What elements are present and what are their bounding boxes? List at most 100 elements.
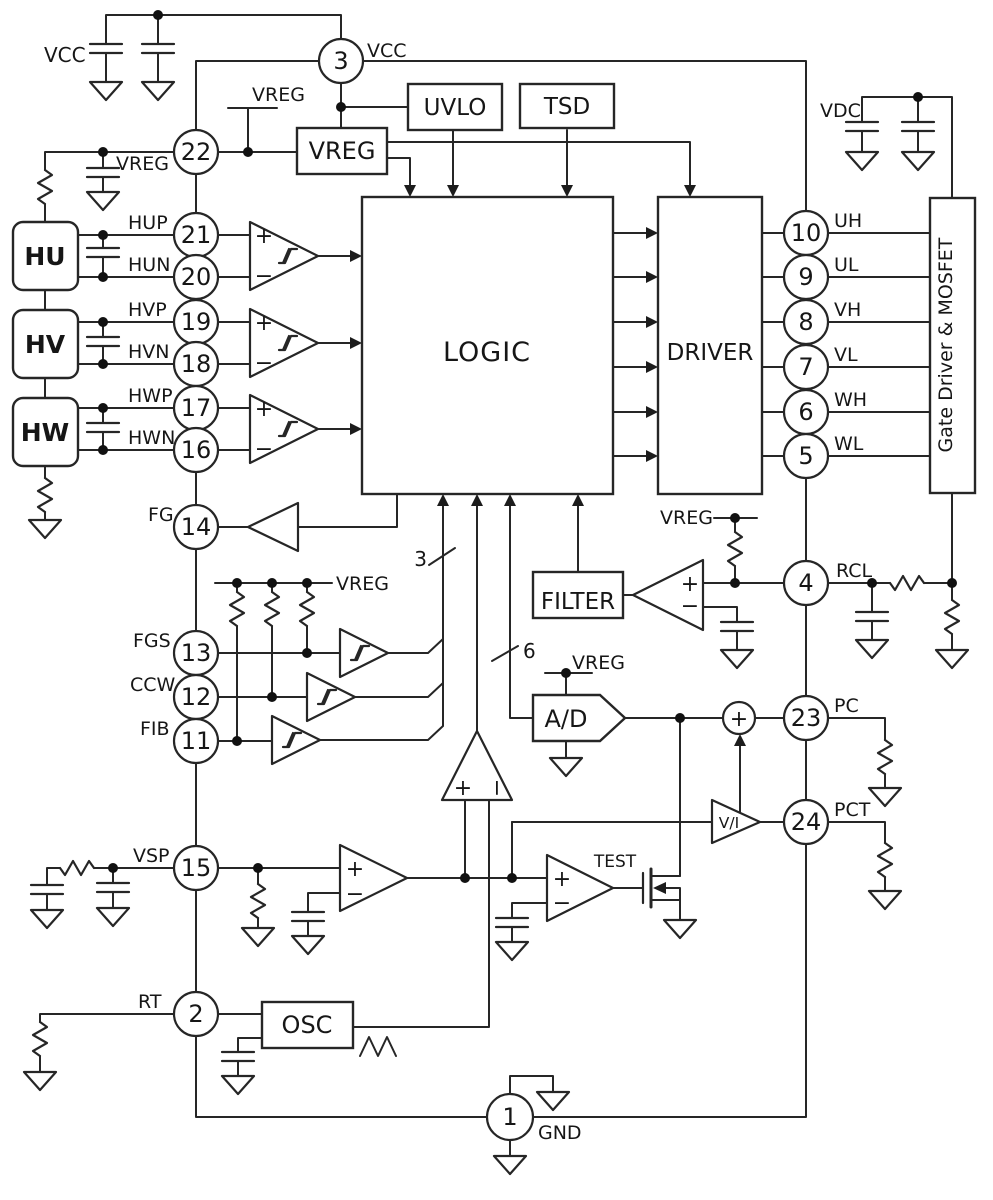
hall-u-comparator (248, 220, 320, 292)
rcl-label: RCL (836, 560, 873, 582)
summing-node: + (721, 700, 757, 736)
fgs-label: FGS (133, 630, 171, 652)
junction-dot (302, 578, 312, 588)
arrow-icon (646, 450, 658, 462)
arrow-icon (684, 185, 696, 197)
capacitor-icon (290, 910, 326, 923)
minus-mark: − (553, 891, 571, 916)
pin-number: 7 (798, 353, 813, 381)
hysteresis-icon (277, 247, 299, 265)
gnd-label: GND (538, 1122, 582, 1144)
vi-label: V/I (719, 814, 739, 832)
wire (861, 96, 953, 199)
pin-number: 11 (181, 727, 212, 755)
minus-mark: − (255, 351, 273, 376)
capacitor-icon (719, 620, 755, 633)
minus-mark-rotated: − (484, 779, 509, 797)
hall-sensor-hw (11, 396, 80, 468)
ground-icon (240, 926, 276, 948)
wire (217, 234, 251, 451)
plus-mark: + (553, 867, 571, 892)
wire (46, 867, 175, 911)
hvp-label: HVP (128, 299, 167, 321)
junction-dot (302, 648, 312, 658)
hun-label: HUN (128, 254, 170, 276)
hysteresis-icon (277, 334, 299, 352)
resistor-icon (726, 530, 744, 568)
junction-dot (507, 873, 517, 883)
wire (532, 477, 807, 1118)
pin-circle (172, 990, 220, 1038)
capacitors (29, 42, 936, 1063)
pin-13: 13 (172, 629, 220, 677)
resistor-icon (36, 168, 54, 206)
pin-12: 12 (172, 673, 220, 721)
hwn-label: HWN (128, 427, 175, 449)
wire (217, 1013, 263, 1077)
hall-sensor-hu (11, 220, 80, 292)
minus-mark: − (255, 264, 273, 289)
junction-dot (98, 317, 108, 327)
block-tsd (518, 82, 616, 130)
mosfet-icon (641, 867, 653, 909)
junction-dot (267, 578, 277, 588)
test-comparator (545, 853, 615, 923)
vcc-label-topleft: VCC (44, 43, 86, 67)
resistor-icon (31, 1020, 49, 1058)
plus-mark: + (255, 311, 273, 336)
ground-icon (900, 150, 936, 172)
pin-22: 22 (172, 128, 220, 176)
hwp-label: HWP (128, 385, 173, 407)
arrow-icon (646, 227, 658, 239)
ground-icon (844, 150, 880, 172)
arrowheads (350, 185, 746, 894)
hw-label: HW (21, 418, 70, 447)
wire (317, 255, 351, 430)
junction-dot (730, 578, 740, 588)
junction-dot (232, 578, 242, 588)
capacitor-icon (900, 120, 936, 133)
block-adc (531, 693, 627, 743)
arrow-icon (653, 882, 666, 894)
arrow-icon (350, 250, 362, 262)
bus-slash-6 (491, 645, 519, 662)
pin-number: 19 (181, 308, 212, 336)
hall-sensor-hv (11, 308, 80, 380)
hysteresis-icon (277, 420, 299, 438)
vh-label: VH (834, 299, 861, 321)
block-driver (656, 195, 764, 496)
pin-18: 18 (172, 340, 220, 388)
junction-dot (232, 736, 242, 746)
pin-circle (172, 844, 220, 892)
uvlo-label: UVLO (424, 95, 487, 121)
wire (827, 232, 931, 457)
pin-circle (172, 426, 220, 474)
junction-dot (267, 692, 277, 702)
wire (105, 14, 159, 83)
block-osc (260, 1000, 355, 1050)
wire (650, 875, 681, 921)
ground-icon (854, 638, 890, 660)
capacitor-icon (85, 246, 121, 259)
block-gate-driver-mosfet (928, 196, 977, 495)
capacitor-icon (494, 916, 530, 929)
polarity-marks: + − + − + − + − + − + − + − (255, 224, 699, 916)
tsd-label: TSD (543, 94, 590, 120)
wire (214, 582, 341, 742)
minus-mark: − (346, 882, 364, 907)
ground-icon (27, 518, 63, 540)
pin-8: 8 (782, 298, 830, 346)
ground-icon (492, 1154, 528, 1176)
hysteresis-icon (349, 644, 371, 662)
capacitor-icon (88, 42, 124, 55)
hall-v-comparator (248, 307, 320, 379)
pin-number: 18 (181, 350, 212, 378)
arrow-icon (646, 271, 658, 283)
junction-dot (153, 10, 163, 20)
wire (217, 867, 341, 937)
gate-driver-label: Gate Driver & MOSFET (935, 237, 957, 452)
hvn-label: HVN (128, 341, 170, 363)
fib-label: FIB (140, 718, 170, 740)
wire (44, 151, 175, 223)
